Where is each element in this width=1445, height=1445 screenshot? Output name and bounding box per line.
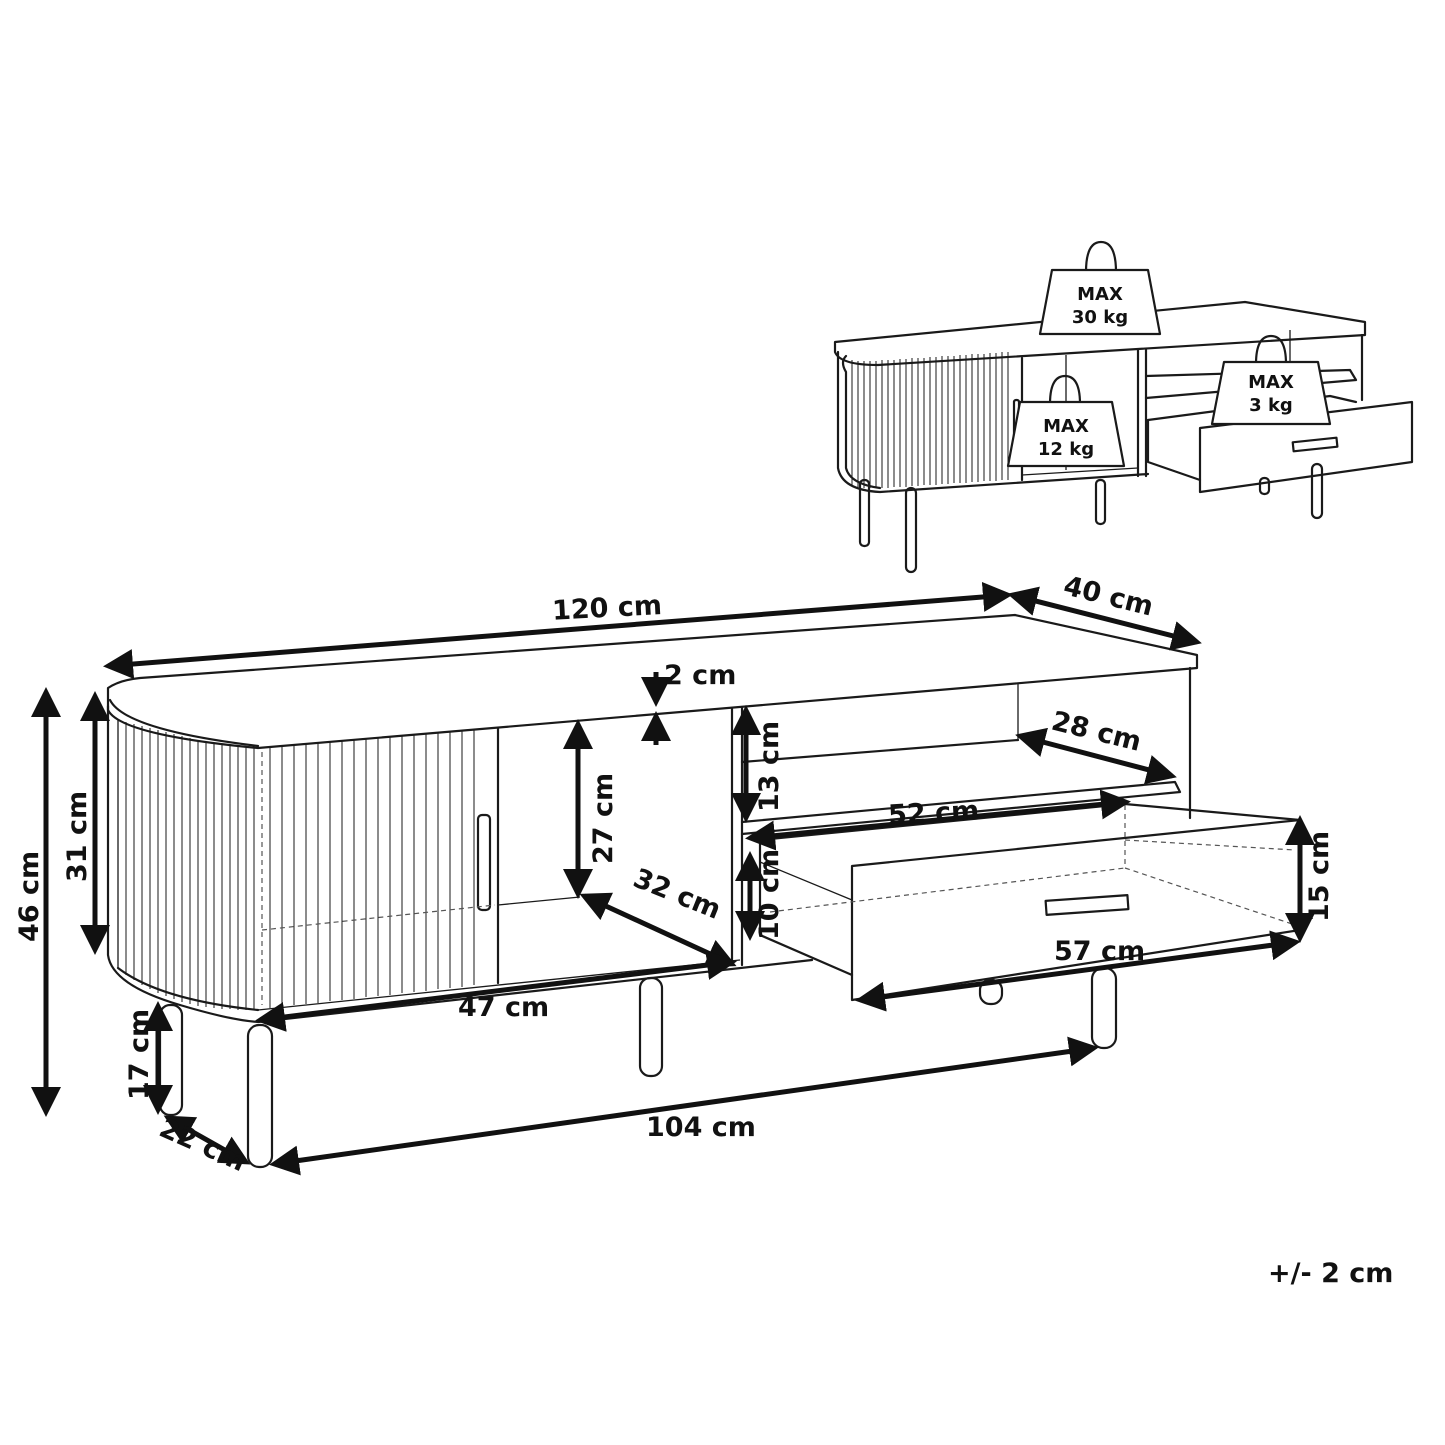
dim-leg-width-spacing: 104 cm [646, 1112, 756, 1143]
load-drawer-line1: MAX [1248, 372, 1294, 393]
dim-body-height: 31 cm [62, 791, 93, 882]
inset-product-view [833, 300, 1414, 574]
dim-shelf-depth: 28 cm [1048, 706, 1144, 758]
leg-front-right [1090, 966, 1118, 1050]
dim-drawer-depth: 52 cm [887, 795, 980, 831]
inset-fluted-door [841, 352, 1024, 490]
weight-icon-top: MAX 30 kg [1038, 240, 1162, 336]
main-fluted-door [117, 720, 500, 1010]
dim-drawer-width: 57 cm [1054, 936, 1145, 967]
load-shelf-line2: 12 kg [1038, 439, 1094, 460]
dim-drawer-height: 15 cm [1304, 831, 1335, 922]
drawer-handle [1044, 894, 1130, 916]
dim-compartment-height: 27 cm [588, 773, 619, 864]
load-drawer-line2: 3 kg [1249, 395, 1293, 416]
leg-front-left [246, 1023, 274, 1169]
tolerance-note: +/- 2 cm [1268, 1258, 1393, 1289]
load-top-line2: 30 kg [1072, 307, 1128, 328]
weight-icon-drawer: MAX 3 kg [1210, 334, 1332, 426]
leg-back-middle [638, 976, 664, 1078]
dim-top-thickness: 2 cm [664, 660, 736, 691]
dim-total-width: 120 cm [551, 590, 662, 627]
dim-leg-depth-spacing: 22 cm [155, 1113, 251, 1178]
dim-open-shelf-height: 13 cm [754, 721, 785, 812]
load-shelf-line1: MAX [1043, 416, 1089, 437]
weight-icon-shelf: MAX 12 kg [1006, 374, 1126, 468]
dim-compartment-depth: 32 cm [629, 863, 725, 926]
dim-depth: 40 cm [1060, 570, 1156, 622]
dim-leg-height: 17 cm [124, 1009, 155, 1100]
leg-back-left [158, 1003, 184, 1117]
dim-drawer-inner-height: 10 cm [754, 849, 785, 940]
load-top-line1: MAX [1077, 284, 1123, 305]
dim-compartment-width: 47 cm [458, 992, 549, 1023]
dimension-arrows [31, 582, 1315, 1176]
dim-total-height: 46 cm [14, 851, 45, 942]
